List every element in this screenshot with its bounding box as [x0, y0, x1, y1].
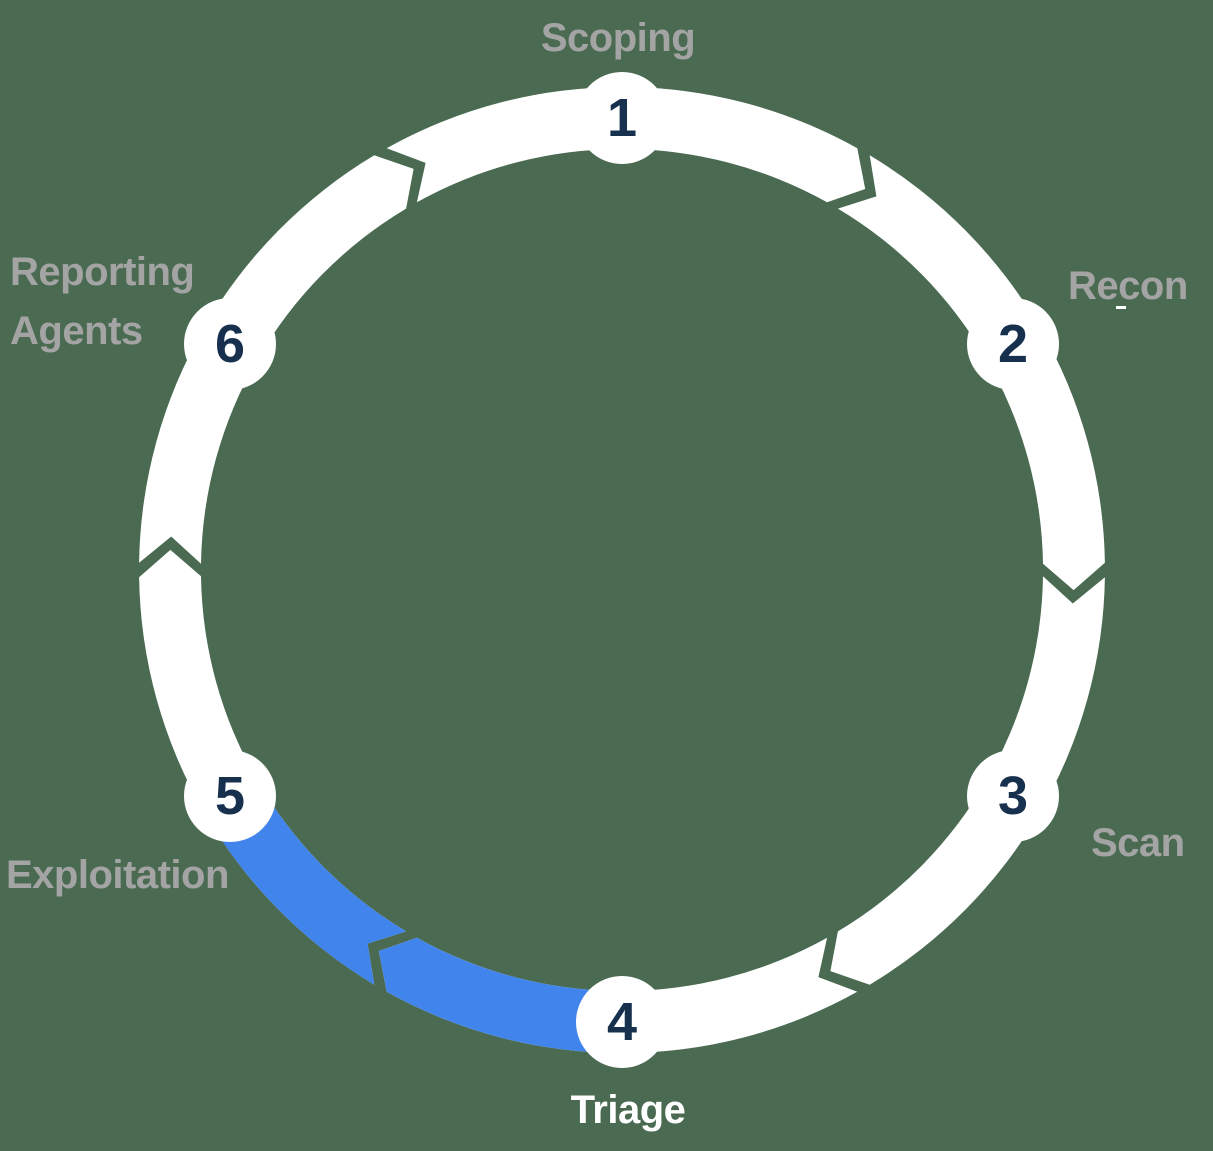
- step-number-1: 1: [606, 88, 638, 148]
- step-node-2: 2: [967, 298, 1059, 390]
- ring-segment-5: [139, 549, 407, 985]
- step-number-2: 2: [997, 314, 1029, 374]
- step-number-4: 4: [606, 992, 638, 1052]
- ring-segment-3: [830, 576, 1105, 985]
- step-number-5: 5: [214, 766, 246, 826]
- step-node-6: 6: [184, 298, 276, 390]
- step-node-3: 3: [967, 750, 1059, 842]
- step-number-6: 6: [214, 314, 246, 374]
- ring-segment-6: [139, 155, 414, 564]
- highlight-arc-lead: [378, 937, 622, 1053]
- ring-segment-2: [837, 155, 1105, 591]
- step-node-4: 4: [576, 976, 668, 1068]
- stray-white-dash: [1116, 306, 1126, 309]
- step-label-reporting-agents: Reporting Agents: [10, 250, 195, 353]
- step-label-scoping: Scoping: [540, 16, 696, 60]
- step-number-3: 3: [997, 766, 1029, 826]
- step-label-exploitation: Exploitation: [6, 853, 229, 897]
- step-label-scan: Scan: [1091, 821, 1185, 865]
- step-node-1: 1: [576, 72, 668, 164]
- step-label-recon: Recon: [1068, 264, 1188, 308]
- step-label-triage: Triage: [570, 1088, 686, 1132]
- step-node-5: 5: [184, 750, 276, 842]
